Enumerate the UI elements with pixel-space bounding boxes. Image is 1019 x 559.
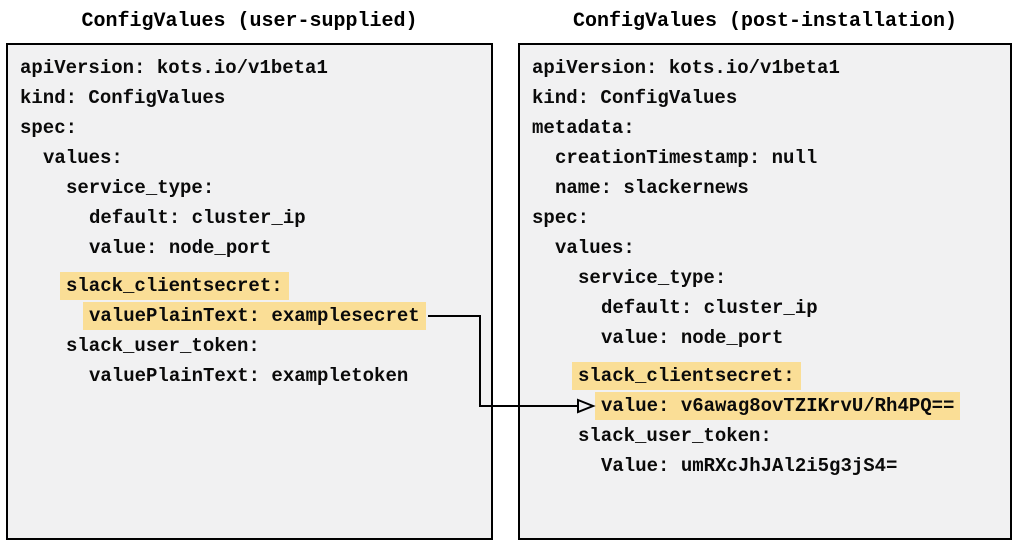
code-line-text: value: node_port	[601, 327, 784, 349]
code-line: values:	[20, 143, 479, 173]
code-line: slack_user_token:	[20, 331, 479, 361]
code-line-text: value: v6awag8ovTZIKrvU/Rh4PQ==	[595, 392, 961, 420]
code-line: default: cluster_ip	[532, 293, 998, 323]
code-line-text: valuePlainText: examplesecret	[83, 302, 426, 330]
code-line: spec:	[532, 203, 998, 233]
code-line: apiVersion: kots.io/v1beta1	[20, 53, 479, 83]
code-line-text: kind: ConfigValues	[532, 87, 738, 109]
code-line-text: values:	[555, 237, 635, 259]
code-line: value: node_port	[532, 323, 998, 353]
code-line: kind: ConfigValues	[532, 83, 998, 113]
code-line: service_type:	[532, 263, 998, 293]
code-line: apiVersion: kots.io/v1beta1	[532, 53, 998, 83]
code-line-text: metadata:	[532, 117, 635, 139]
code-line-text: service_type:	[66, 177, 215, 199]
code-line-text: spec:	[20, 117, 78, 139]
code-line: Value: umRXcJhJAl2i5g3jS4=	[532, 451, 998, 481]
code-line-text: service_type:	[578, 267, 727, 289]
code-line-text: value: node_port	[89, 237, 272, 259]
code-line-text: slack_clientsecret:	[572, 362, 801, 390]
code-line: value: node_port	[20, 233, 479, 263]
code-line-highlighted: valuePlainText: examplesecret	[20, 301, 479, 331]
code-line-text: apiVersion: kots.io/v1beta1	[20, 57, 328, 79]
code-line-text: slack_user_token:	[66, 335, 260, 357]
left-panel-title: ConfigValues (user-supplied)	[81, 10, 418, 33]
right-panel-title: ConfigValues (post-installation)	[572, 10, 958, 33]
code-line-text: name: slackernews	[555, 177, 749, 199]
post-installation-config-panel: apiVersion: kots.io/v1beta1 kind: ConfigV…	[518, 43, 1012, 540]
code-line-highlighted: slack_clientsecret:	[532, 361, 998, 391]
code-line-text: apiVersion: kots.io/v1beta1	[532, 57, 840, 79]
code-line-text: default: cluster_ip	[601, 297, 818, 319]
code-line-text: Value: umRXcJhJAl2i5g3jS4=	[601, 455, 898, 477]
code-line: slack_user_token:	[532, 421, 998, 451]
code-line: name: slackernews	[532, 173, 998, 203]
code-line-text: spec:	[532, 207, 590, 229]
code-line-text: slack_user_token:	[578, 425, 772, 447]
code-line-highlighted: slack_clientsecret:	[20, 271, 479, 301]
code-line: kind: ConfigValues	[20, 83, 479, 113]
code-line-text: values:	[43, 147, 123, 169]
code-line: default: cluster_ip	[20, 203, 479, 233]
code-line-text: kind: ConfigValues	[20, 87, 226, 109]
code-line: spec:	[20, 113, 479, 143]
code-line-text: valuePlainText: exampletoken	[89, 365, 409, 387]
code-line: metadata:	[532, 113, 998, 143]
code-line: values:	[532, 233, 998, 263]
code-line: creationTimestamp: null	[532, 143, 998, 173]
code-line-text: default: cluster_ip	[89, 207, 306, 229]
user-supplied-config-panel: apiVersion: kots.io/v1beta1 kind: ConfigV…	[6, 43, 493, 540]
code-line: service_type:	[20, 173, 479, 203]
code-line-highlighted: value: v6awag8ovTZIKrvU/Rh4PQ==	[532, 391, 998, 421]
code-line: valuePlainText: exampletoken	[20, 361, 479, 391]
code-line-text: creationTimestamp: null	[555, 147, 818, 169]
code-line-text: slack_clientsecret:	[60, 272, 289, 300]
